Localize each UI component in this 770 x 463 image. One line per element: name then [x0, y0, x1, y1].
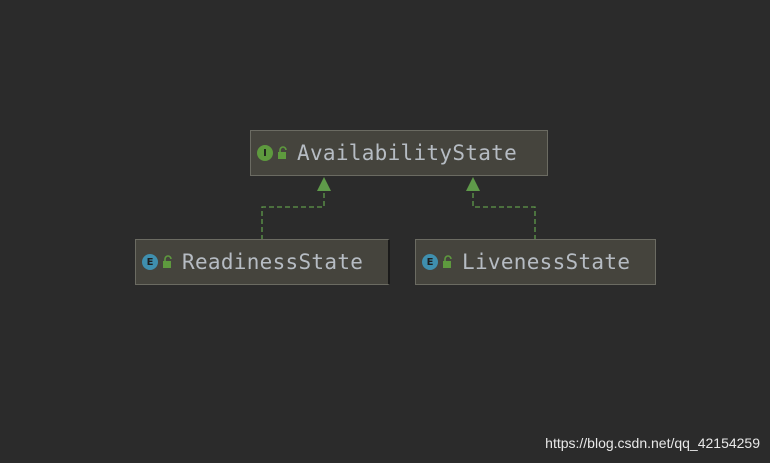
- node-liveness-state[interactable]: E LivenessState: [415, 239, 656, 285]
- interface-icon: I: [257, 145, 273, 161]
- unlock-icon: [278, 146, 287, 159]
- node-label: ReadinessState: [182, 250, 364, 274]
- node-availability-state[interactable]: I AvailabilityState: [250, 130, 548, 176]
- arrowhead-readiness: [317, 177, 331, 191]
- unlock-icon: [163, 255, 172, 268]
- edge-readiness-to-availability: [261, 190, 325, 240]
- node-readiness-state[interactable]: E ReadinessState: [135, 239, 390, 285]
- unlock-icon: [443, 255, 452, 268]
- node-label: AvailabilityState: [297, 141, 518, 165]
- node-label: LivenessState: [462, 250, 631, 274]
- enum-icon: E: [142, 254, 158, 270]
- edge-liveness-to-availability: [472, 190, 536, 240]
- arrowhead-liveness: [466, 177, 480, 191]
- watermark: https://blog.csdn.net/qq_42154259: [545, 435, 760, 451]
- enum-icon: E: [422, 254, 438, 270]
